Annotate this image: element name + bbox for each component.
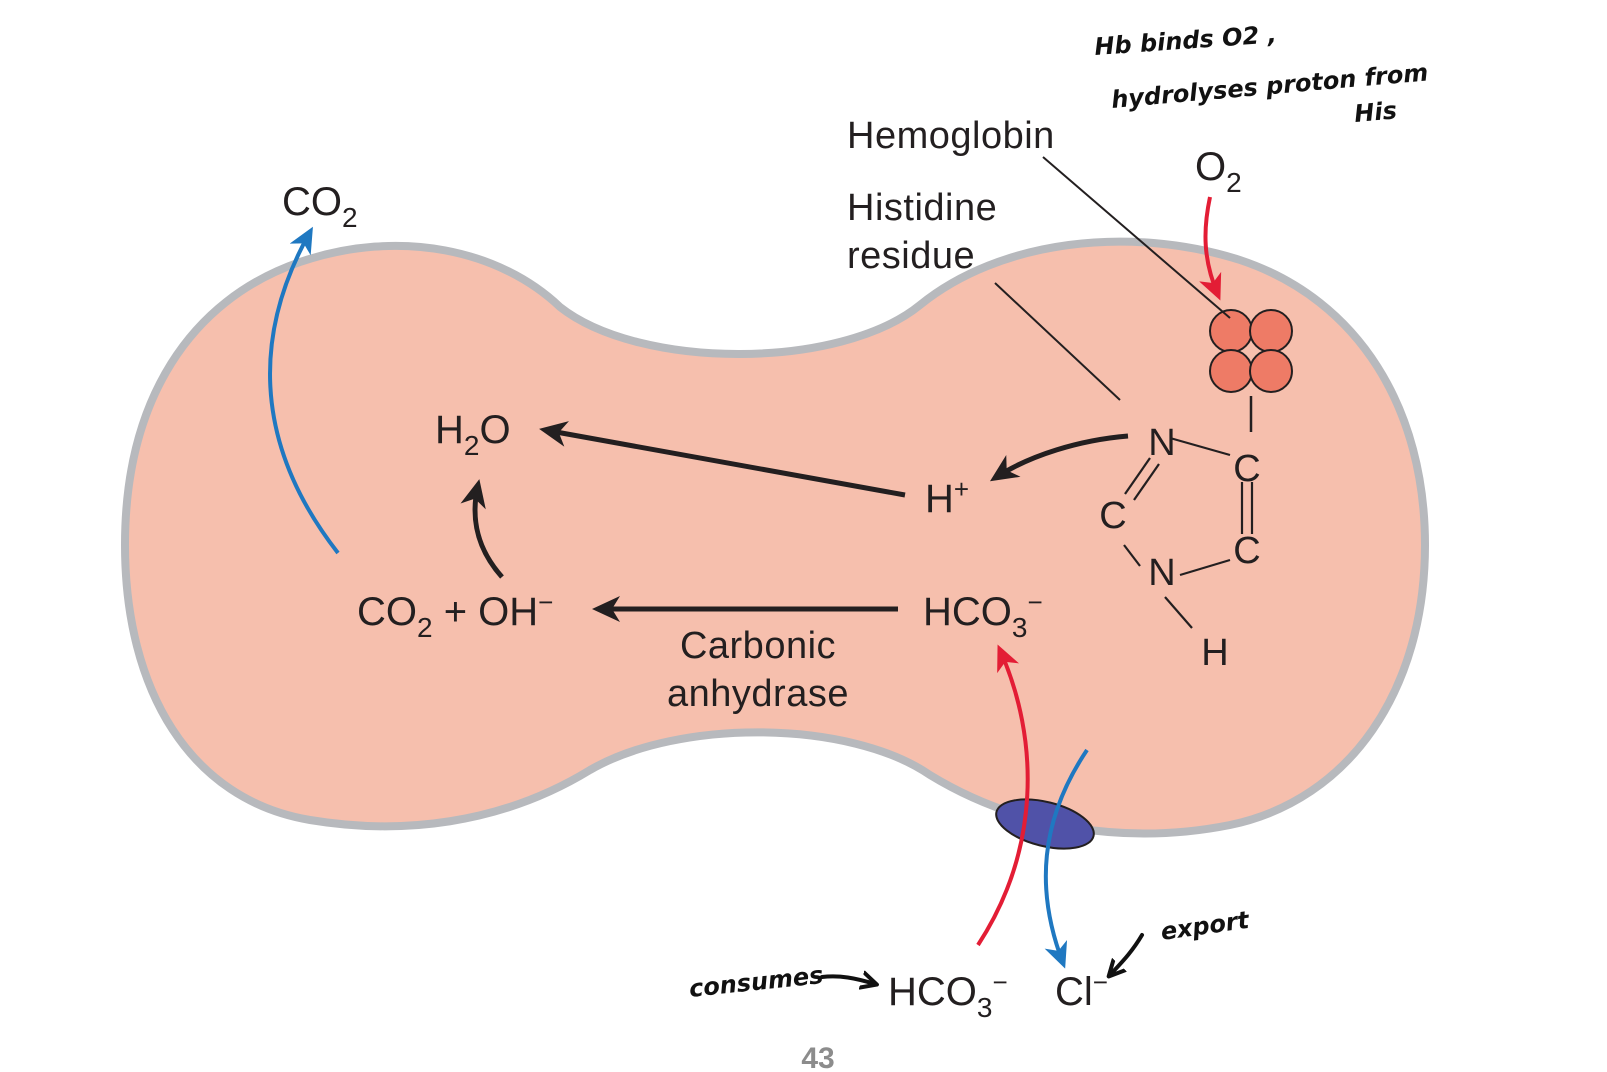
page-number: 43 [801,1042,834,1072]
handwritten-consumes-label: consumes [688,961,825,1003]
handwritten-note: Hb binds O2 , hydrolyses proton from His [1093,20,1429,128]
o2-label: O2 [1195,145,1242,198]
water-label: H2O [435,408,511,461]
chloride-export-arrow [1043,748,1089,969]
co2-exit-arrow [268,226,340,555]
carbonic-anhydrase-label-line2: anhydrase [667,673,849,715]
histidine-label-line2: residue [847,235,975,277]
ring-atom-h: H [1201,632,1228,674]
hydroxide-to-water-arrow [460,479,504,579]
hemoglobin-leader-line [1042,156,1231,319]
carbonic-anhydrase-label-line1: Carbonic [680,625,836,667]
ring-atom-c-right-bottom: C [1233,530,1260,572]
ring-atom-c-left: C [1099,495,1126,537]
histidine-leader-line [994,282,1121,401]
ring-atom-c-right-top: C [1233,448,1260,490]
ring-atom-n-bottom: N [1148,552,1175,594]
o2-entry-arrow [1199,196,1222,301]
handwritten-note-line3: His [1353,96,1398,128]
proton-label: H+ [925,474,969,521]
bicarbonate-exterior-label: HCO3− [888,967,1008,1023]
histidine-proton-release-arrow [989,433,1129,482]
histidine-label-line1: Histidine [847,187,997,229]
red-blood-cell [120,237,1430,838]
chloride-exterior-label: Cl− [1055,967,1108,1014]
ring-atom-n-top: N [1148,422,1175,464]
hemoglobin-label: Hemoglobin [847,115,1055,157]
handwritten-export-arrow [1110,933,1144,975]
histidine-ring [1123,436,1254,629]
handwritten-export-label: export [1159,906,1252,946]
handwritten-consumes-arrow [820,976,875,984]
proton-to-water-arrow [539,421,906,498]
bicarbonate-import-arrow [976,644,1030,947]
hemoglobin-tetramer [1209,309,1293,393]
bicarbonate-interior-label: HCO3− [923,587,1043,643]
co2-hydroxide-label: CO2 + OH− [357,587,553,643]
handwritten-note-line1: Hb binds O2 , [1093,20,1277,61]
co2-exterior-label: CO2 [282,180,358,233]
